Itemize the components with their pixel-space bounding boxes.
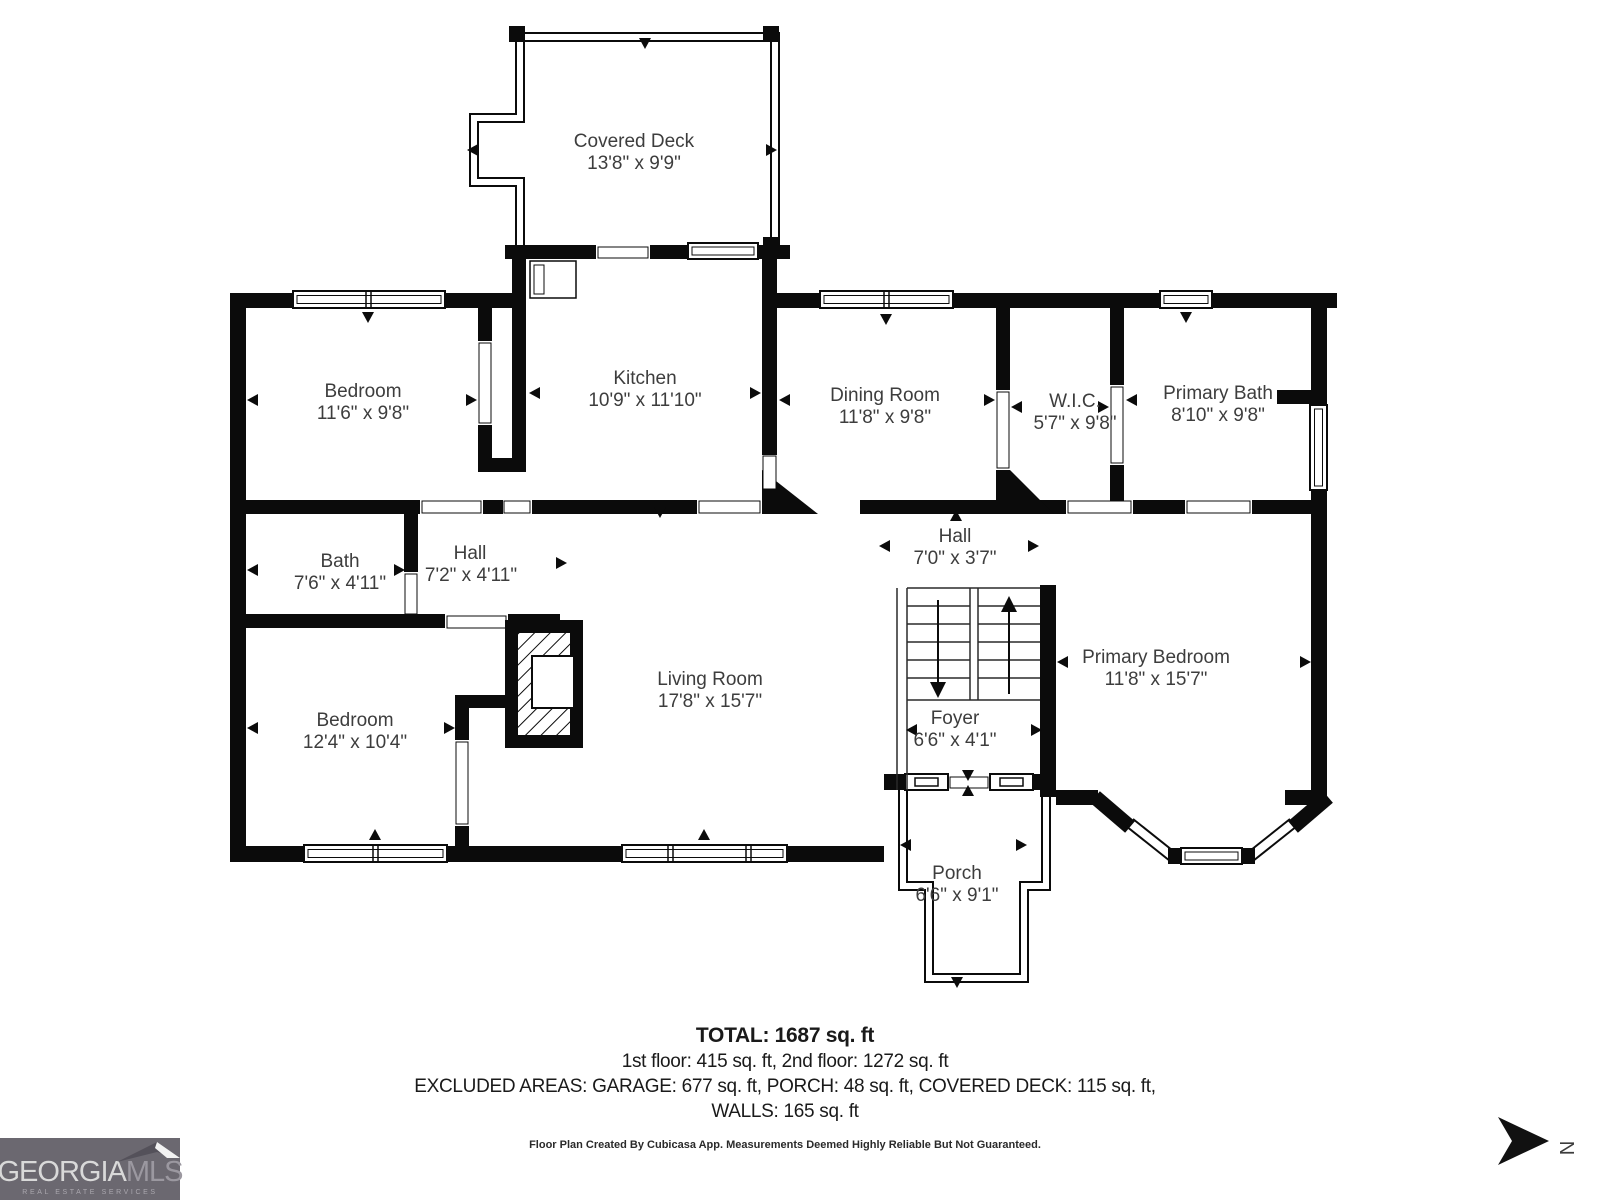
room-dims-porch: 6'6" x 9'1" [915, 885, 998, 906]
total-area: TOTAL: 1687 sq. ft [695, 1024, 875, 1047]
deck-door-opening [597, 246, 649, 259]
foyer-sidelights [904, 773, 1034, 791]
logo-tagline: REAL ESTATE SERVICES [22, 1189, 158, 1196]
north-arrow: N [1498, 1117, 1577, 1165]
room-dims-primary-bedroom: 11'8" x 15'7" [1105, 669, 1208, 690]
north-arrow-icon [1498, 1117, 1549, 1165]
room-dims-hall-east: 7'0" x 3'7" [913, 548, 996, 569]
window-living-bottom [621, 844, 788, 863]
room-label-wic: W.I.C. [1049, 391, 1101, 412]
porch-walls [898, 790, 1051, 983]
window-dining-top [819, 290, 954, 309]
north-label: N [1555, 1141, 1577, 1155]
room-label-living-room: Living Room [657, 669, 763, 690]
fireplace [505, 620, 583, 748]
room-label-covered-deck: Covered Deck [574, 131, 695, 152]
window-primary-bath-right [1309, 404, 1328, 491]
room-dims-primary-bath: 8'10" x 9'8" [1171, 405, 1265, 426]
outer-walls [230, 293, 1337, 862]
logo-roof-icon [116, 1142, 180, 1162]
room-dims-living-room: 17'8" x 15'7" [658, 691, 762, 712]
firebox [531, 655, 575, 709]
georgia-mls-logo: GEORGIAMLS REAL ESTATE SERVICES [0, 1138, 184, 1200]
room-label-kitchen: Kitchen [613, 368, 676, 389]
excluded-areas: EXCLUDED AREAS: GARAGE: 677 sq. ft, PORC… [414, 1076, 1156, 1097]
room-dims-wic: 5'7" x 9'8" [1033, 413, 1116, 434]
room-dims-kitchen: 10'9" x 11'10" [588, 390, 701, 411]
interior-walls [230, 245, 1327, 846]
window-bedroom2-bottom [303, 844, 448, 863]
logo-brand-main: GEORGIA [0, 1156, 127, 1188]
disclaimer: Floor Plan Created By Cubicasa App. Meas… [529, 1139, 1041, 1151]
window-bedroom1-top [292, 290, 446, 309]
room-label-bedroom-bottom: Bedroom [316, 710, 393, 731]
room-label-hall-west: Hall [454, 543, 487, 564]
room-label-foyer: Foyer [931, 708, 980, 729]
walls-area: WALLS: 165 sq. ft [711, 1101, 859, 1122]
window-primary-bath-top [1159, 290, 1213, 309]
room-label-dining-room: Dining Room [830, 385, 940, 406]
room-dims-hall-west: 7'2" x 4'11" [425, 565, 517, 586]
door-openings [404, 342, 1251, 825]
footer-summary: TOTAL: 1687 sq. ft 1st floor: 415 sq. ft… [0, 1024, 1570, 1151]
room-label-bath: Bath [320, 551, 359, 572]
covered-deck-walls [469, 32, 780, 245]
logo-brand-suffix: MLS [125, 1156, 184, 1188]
room-label-porch: Porch [932, 863, 982, 884]
room-dims-bedroom-top: 11'6" x 9'8" [317, 403, 409, 424]
stairs-direction-arrows [930, 596, 1017, 698]
door-swing-dining [1010, 470, 1054, 514]
room-dims-covered-deck: 13'8" x 9'9" [587, 153, 681, 174]
room-label-primary-bedroom: Primary Bedroom [1082, 647, 1230, 668]
deck-door-window [687, 242, 759, 260]
room-dims-dining-room: 11'8" x 9'8" [839, 407, 931, 428]
pantry-box [529, 260, 577, 299]
room-dims-bedroom-bottom: 12'4" x 10'4" [303, 732, 407, 753]
room-label-bedroom-top: Bedroom [324, 381, 401, 402]
bay-window [1056, 790, 1333, 865]
room-label-primary-bath: Primary Bath [1163, 383, 1273, 404]
room-dims-bath: 7'6" x 4'11" [294, 573, 386, 594]
floor-areas: 1st floor: 415 sq. ft, 2nd floor: 1272 s… [621, 1051, 949, 1072]
room-dims-foyer: 6'6" x 4'1" [913, 730, 996, 751]
room-label-hall-east: Hall [939, 526, 972, 547]
